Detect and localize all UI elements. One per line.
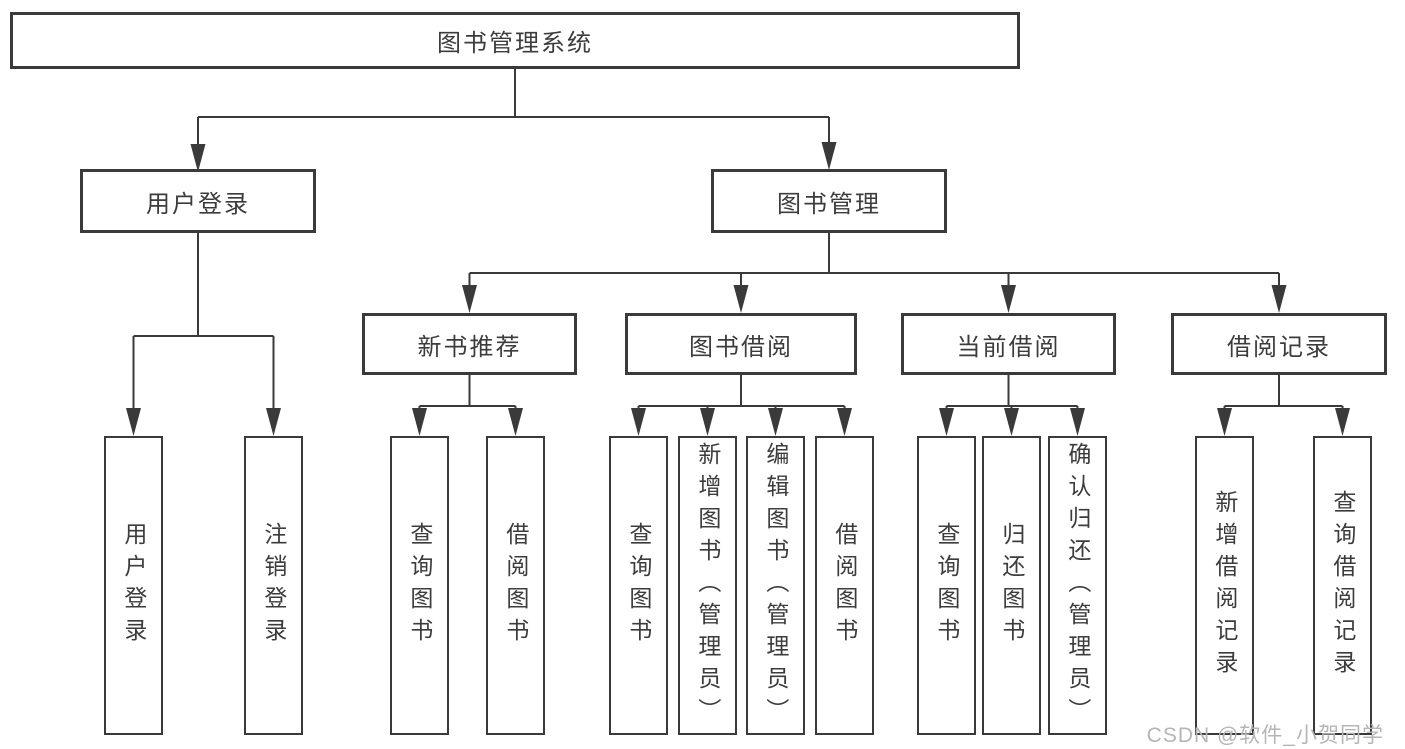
arrowheads [126, 142, 1350, 436]
node-new-book-recommend: 新书推荐 [362, 313, 577, 375]
node-borrowing-records: 借阅记录 [1171, 313, 1387, 375]
leaf-query-borrow-record: 查询借阅记录 [1313, 436, 1372, 735]
leaf-add-books-admin: 新增图书（管理员） [678, 436, 737, 735]
leaf-return-books: 归还图书 [982, 436, 1041, 735]
node-book-management: 图书管理 [711, 169, 947, 233]
leaf-edit-books-admin: 编辑图书（管理员） [746, 436, 805, 735]
leaf-borrow-books-recommend: 借阅图书 [486, 436, 545, 735]
leaf-query-books-recommend: 查询图书 [390, 436, 449, 735]
leaf-borrow-books: 借阅图书 [815, 436, 874, 735]
leaf-confirm-return-admin: 确认归还（管理员） [1048, 436, 1107, 735]
node-user-login: 用户登录 [80, 169, 316, 233]
node-library-management-system: 图书管理系统 [10, 12, 1020, 69]
leaf-user-login: 用户登录 [104, 436, 163, 735]
csdn-watermark: CSDN @软件_小贺同学 [1146, 724, 1384, 747]
leaf-logout: 注销登录 [244, 436, 303, 735]
leaf-query-books-borrowing: 查询图书 [609, 436, 668, 735]
leaf-query-books-current: 查询图书 [917, 436, 976, 735]
node-book-borrowing: 图书借阅 [625, 313, 857, 375]
node-current-borrowing: 当前借阅 [901, 313, 1116, 375]
leaf-add-borrow-record: 新增借阅记录 [1195, 436, 1254, 735]
